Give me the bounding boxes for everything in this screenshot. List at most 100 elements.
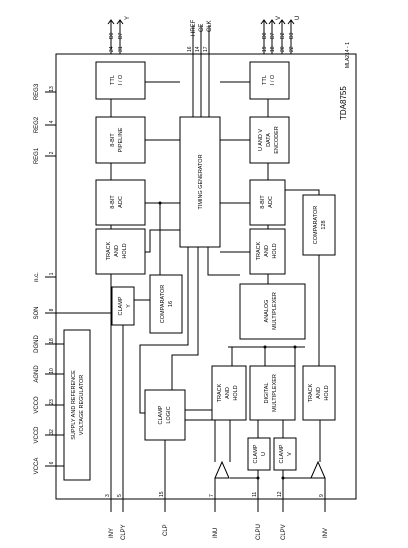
track-hold-u-block: TRACK AND HOLD: [211, 365, 247, 421]
svg-text:7: 7: [209, 494, 215, 497]
svg-text:13: 13: [49, 86, 55, 92]
analog-multiplexer-block: ANALOG MULTIPLEXER: [239, 283, 306, 340]
u-output-bus: 20 22 D2 D3 U: [278, 16, 301, 54]
svg-text:1: 1: [49, 272, 55, 275]
svg-text:19: 19: [262, 46, 268, 52]
svg-text:15: 15: [159, 491, 165, 497]
svg-text:10: 10: [49, 368, 55, 374]
svg-text:CLPV: CLPV: [281, 524, 287, 540]
svg-text:VCCD: VCCD: [34, 426, 40, 444]
svg-text:AND: AND: [114, 245, 120, 257]
svg-text:D7: D7: [118, 32, 124, 39]
svg-text:REG1: REG1: [34, 147, 40, 164]
svg-text:CLPY: CLPY: [121, 524, 127, 540]
svg-text:CLK: CLK: [207, 20, 213, 32]
svg-text:CLAMP: CLAMP: [253, 444, 259, 463]
svg-text:11: 11: [252, 492, 258, 497]
svg-text:17: 17: [203, 46, 209, 52]
svg-text:VCCO: VCCO: [34, 396, 40, 414]
svg-text:Y: Y: [126, 304, 132, 308]
svg-text:I / O: I / O: [118, 74, 124, 85]
inv-pin: 9 INV: [319, 494, 329, 538]
svg-text:23: 23: [49, 399, 55, 405]
svg-text:U: U: [261, 452, 267, 456]
svg-text:AGND: AGND: [34, 365, 40, 383]
reg2-pin: 4 REG2: [34, 116, 56, 133]
svg-text:D0: D0: [262, 32, 268, 39]
svg-text:D7: D7: [270, 32, 276, 39]
svg-text:HOLD: HOLD: [272, 243, 278, 258]
svg-text:n.c.: n.c.: [34, 272, 40, 282]
svg-text:HREF: HREF: [191, 19, 197, 36]
svg-text:DIGITAL: DIGITAL: [264, 383, 270, 404]
svg-text:TTL: TTL: [110, 75, 116, 85]
svg-text:INU: INU: [213, 528, 219, 538]
svg-text:INV: INV: [323, 528, 329, 538]
svg-text:3: 3: [105, 494, 111, 497]
supply-regulator-block: SUPPLY AND REFERENCE VOLTAGE REGULATOR: [63, 329, 91, 481]
svg-text:9: 9: [319, 494, 325, 497]
svg-text:6: 6: [49, 461, 55, 464]
svg-text:ANALOG: ANALOG: [264, 300, 270, 323]
svg-text:22: 22: [289, 46, 295, 52]
svg-text:REG2: REG2: [34, 116, 40, 133]
href-pin: 16 HREF: [187, 19, 197, 54]
svg-text:2: 2: [49, 151, 55, 154]
iny-pin: 3 INY: [105, 494, 115, 538]
clk-pin: 17 CLK: [203, 20, 213, 54]
svg-text:MULTIPLEXER: MULTIPLEXER: [272, 292, 278, 330]
uv-data-encoder-block: U AND V DATA ENCODER: [249, 116, 290, 164]
svg-text:8-BIT: 8-BIT: [110, 195, 116, 209]
ce-pin: 14 CE: [195, 24, 205, 54]
track-hold-v-block: TRACK AND HOLD: [302, 365, 336, 421]
svg-text:16: 16: [187, 46, 193, 52]
vccd-pin: 32 VCCD: [34, 426, 64, 444]
svg-text:TTL: TTL: [262, 75, 268, 85]
svg-text:24: 24: [109, 46, 115, 52]
clamp-y-block: CLAMP Y: [111, 286, 135, 326]
svg-text:14: 14: [195, 46, 201, 52]
svg-text:PIPELINE: PIPELINE: [118, 127, 124, 152]
inu-pin: 7 INU: [209, 494, 219, 538]
svg-text:TRACK: TRACK: [256, 241, 262, 260]
svg-text:V: V: [276, 16, 282, 20]
track-hold-uv-block: TRACK AND HOLD: [249, 228, 286, 275]
svg-text:CLPU: CLPU: [256, 524, 262, 540]
svg-text:DGND: DGND: [34, 335, 40, 353]
timing-generator-block: TIMING GENERATOR: [179, 116, 221, 248]
svg-text:SUPPLY AND REFERENCE: SUPPLY AND REFERENCE: [71, 370, 77, 440]
svg-text:COMPARATOR: COMPARATOR: [160, 285, 166, 324]
son-pin: 8 SON: [34, 306, 112, 320]
adc-uv-block: 8-BIT ADC: [249, 179, 286, 226]
ttl-io-uv-block: TTL I / O: [249, 61, 290, 100]
svg-text:TRACK: TRACK: [308, 383, 314, 402]
clpu-pin: 11 CLPU: [252, 492, 262, 540]
svg-text:D3: D3: [289, 32, 295, 39]
buffer-v-icon: [310, 460, 326, 479]
clpy-pin: 5 CLPY: [117, 494, 127, 540]
svg-text:U: U: [295, 16, 301, 20]
svg-text:CLAMP: CLAMP: [279, 444, 285, 463]
agnd-pin: 10 AGND: [34, 365, 64, 383]
svg-text:8-BIT: 8-BIT: [260, 195, 266, 209]
svg-text:TRACK: TRACK: [217, 383, 223, 402]
svg-text:CE: CE: [199, 24, 205, 32]
adc-y-block: 8-BIT ADC: [95, 179, 146, 226]
figure-code: MLA214 - 1: [345, 42, 351, 68]
svg-text:ADC: ADC: [118, 196, 124, 208]
svg-text:AND: AND: [225, 387, 231, 399]
svg-text:VOLTAGE REGULATOR: VOLTAGE REGULATOR: [79, 375, 85, 435]
svg-text:5: 5: [117, 494, 123, 497]
svg-text:DATA: DATA: [266, 133, 272, 147]
svg-text:LOGIC: LOGIC: [166, 406, 172, 423]
svg-text:INY: INY: [109, 528, 115, 538]
dgnd-pin: 18 DGND: [34, 335, 64, 353]
svg-text:AND: AND: [316, 387, 322, 399]
y-output-bus: 24 31 D0 D7 Y: [107, 16, 131, 54]
comparator-128-block: COMPARATOR 128: [302, 194, 336, 256]
buffer-u-icon: [214, 460, 230, 479]
svg-text:128: 128: [321, 220, 327, 229]
svg-text:AND: AND: [264, 245, 270, 257]
svg-text:ENCODER: ENCODER: [274, 126, 280, 154]
